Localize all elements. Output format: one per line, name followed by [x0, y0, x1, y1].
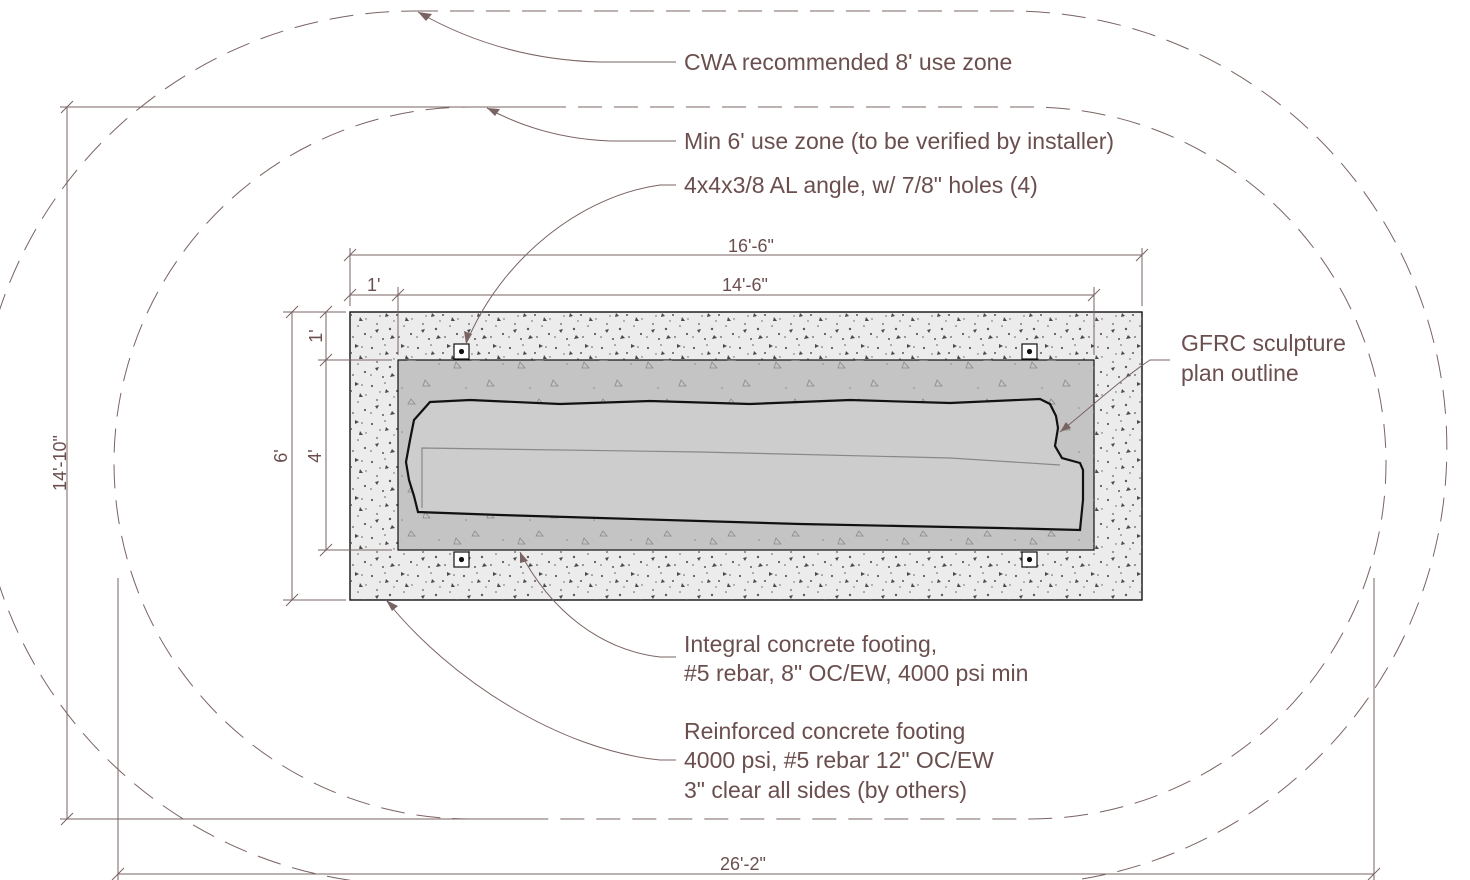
- gfrc-sculpture-outline: [404, 397, 1085, 532]
- anchor-angle-sw: [453, 551, 470, 568]
- dim-line-zone-length: [111, 578, 1381, 880]
- note-reinforced-line1: Reinforced concrete footing: [684, 718, 966, 744]
- dim-label-integral-length: 14'-6": [722, 275, 768, 295]
- note-angle: 4x4x3/8 AL angle, w/ 7/8" holes (4): [684, 172, 1038, 198]
- note-use-zone-8: CWA recommended 8' use zone: [684, 49, 1013, 75]
- leader-integral: [519, 551, 676, 658]
- use-zone-6ft-outline: [113, 106, 1387, 820]
- note-integral-line2: #5 rebar, 8" OC/EW, 4000 psi min: [684, 660, 1029, 686]
- dim-line-integral-length: [343, 287, 1101, 355]
- sculpture-inner-line: [421, 447, 1061, 508]
- anchor-angle-nw: [453, 343, 470, 360]
- dim-label-edge-offset-v: 1': [306, 329, 326, 343]
- leader-zone-6: [486, 107, 676, 142]
- dim-line-integral-width: [318, 305, 392, 557]
- dim-label-edge-offset-h: 1': [367, 275, 381, 295]
- note-integral-line1: Integral concrete footing,: [684, 631, 938, 657]
- anchor-angle-se: [1021, 551, 1038, 568]
- dim-label-zone-length: 26'-2": [720, 854, 766, 874]
- dim-label-integral-width: 4': [305, 449, 325, 463]
- leader-angle: [465, 184, 676, 345]
- leader-reinforced: [385, 599, 676, 761]
- leader-zone-8: [417, 11, 676, 63]
- note-sculpture-line1: GFRC sculpture: [1181, 330, 1346, 356]
- anchor-angle-ne: [1021, 343, 1038, 360]
- note-reinforced-line2: 4000 psi, #5 rebar 12" OC/EW: [684, 747, 994, 773]
- note-reinforced-line3: 3" clear all sides (by others): [684, 777, 967, 803]
- dim-line-footing-length: [343, 248, 1149, 306]
- dim-label-footing-length: 16'-6": [728, 236, 774, 256]
- note-use-zone-6: Min 6' use zone (to be verified by insta…: [684, 128, 1115, 154]
- note-sculpture-line2: plan outline: [1181, 360, 1299, 386]
- dim-label-footing-width: 6': [271, 449, 291, 463]
- dim-label-zone-depth: 14'-10": [50, 435, 70, 491]
- leader-sculpture: [1059, 359, 1170, 433]
- use-zone-8ft-outline: [0, 10, 1448, 880]
- dim-line-zone-depth: [60, 100, 560, 826]
- dim-line-footing-width: [283, 305, 346, 607]
